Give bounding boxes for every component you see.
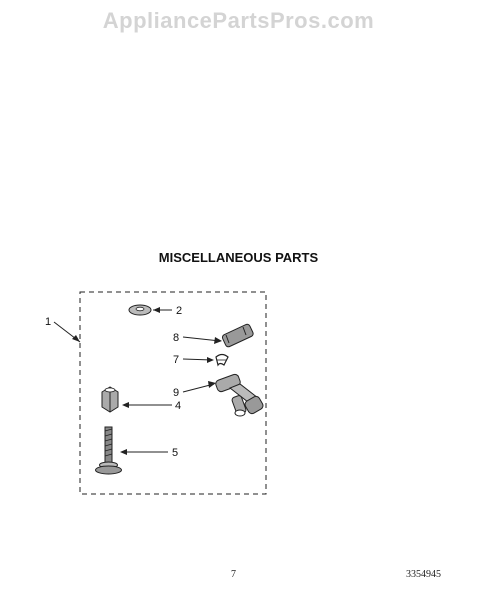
hose-connector-part [215, 373, 264, 417]
tube-part [221, 323, 254, 348]
washer-part [128, 304, 152, 316]
callout-2: 2 [176, 305, 182, 317]
document-number: 3354945 [406, 569, 441, 580]
page-number: 7 [231, 569, 236, 580]
arrowhead-4 [122, 402, 129, 408]
arrowhead-1 [72, 335, 80, 342]
watermark-logo: AppliancePartsPros.com [102, 8, 375, 33]
callout-1: 1 [45, 316, 51, 328]
callout-9: 9 [173, 387, 179, 399]
arrowhead-2 [153, 307, 160, 313]
leveling-screw-part [95, 426, 122, 475]
callout-5: 5 [172, 447, 178, 459]
callout-4: 4 [175, 400, 181, 412]
arrowhead-8 [214, 337, 222, 344]
arrowhead-9 [208, 381, 216, 388]
diagram-title: MISCELLANEOUS PARTS [158, 250, 319, 265]
callout-8: 8 [173, 332, 179, 344]
arrowhead-5 [120, 449, 127, 455]
arrowhead-7 [207, 357, 214, 363]
callout-7: 7 [173, 354, 179, 366]
hex-nut-part [101, 386, 119, 413]
parts-group-border [79, 291, 267, 495]
leader-8 [182, 336, 221, 342]
clip-part [215, 353, 229, 367]
